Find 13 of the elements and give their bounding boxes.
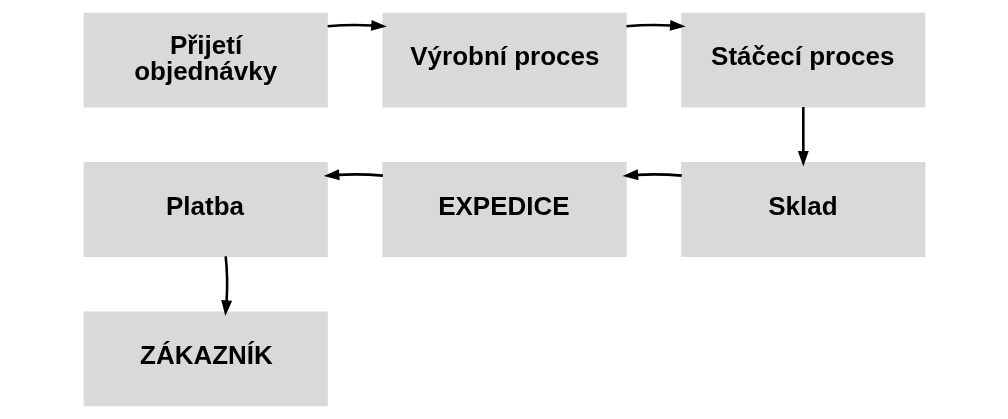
arrow bbox=[327, 19, 387, 31]
arrow bbox=[625, 19, 686, 31]
arrow bbox=[797, 107, 809, 167]
arrow bbox=[323, 169, 383, 181]
arrow bbox=[622, 169, 682, 181]
arrow bbox=[220, 256, 232, 316]
node-box: Stáčecí proces bbox=[680, 12, 925, 108]
node-box: Sklad bbox=[680, 162, 925, 257]
node-box: Platba bbox=[83, 162, 328, 257]
node-box: Přijetí objednávky bbox=[83, 12, 328, 108]
node-box: ZÁKAZNÍK bbox=[83, 311, 328, 407]
node-box: EXPEDICE bbox=[381, 162, 627, 257]
node-box: Výrobní proces bbox=[381, 12, 627, 108]
